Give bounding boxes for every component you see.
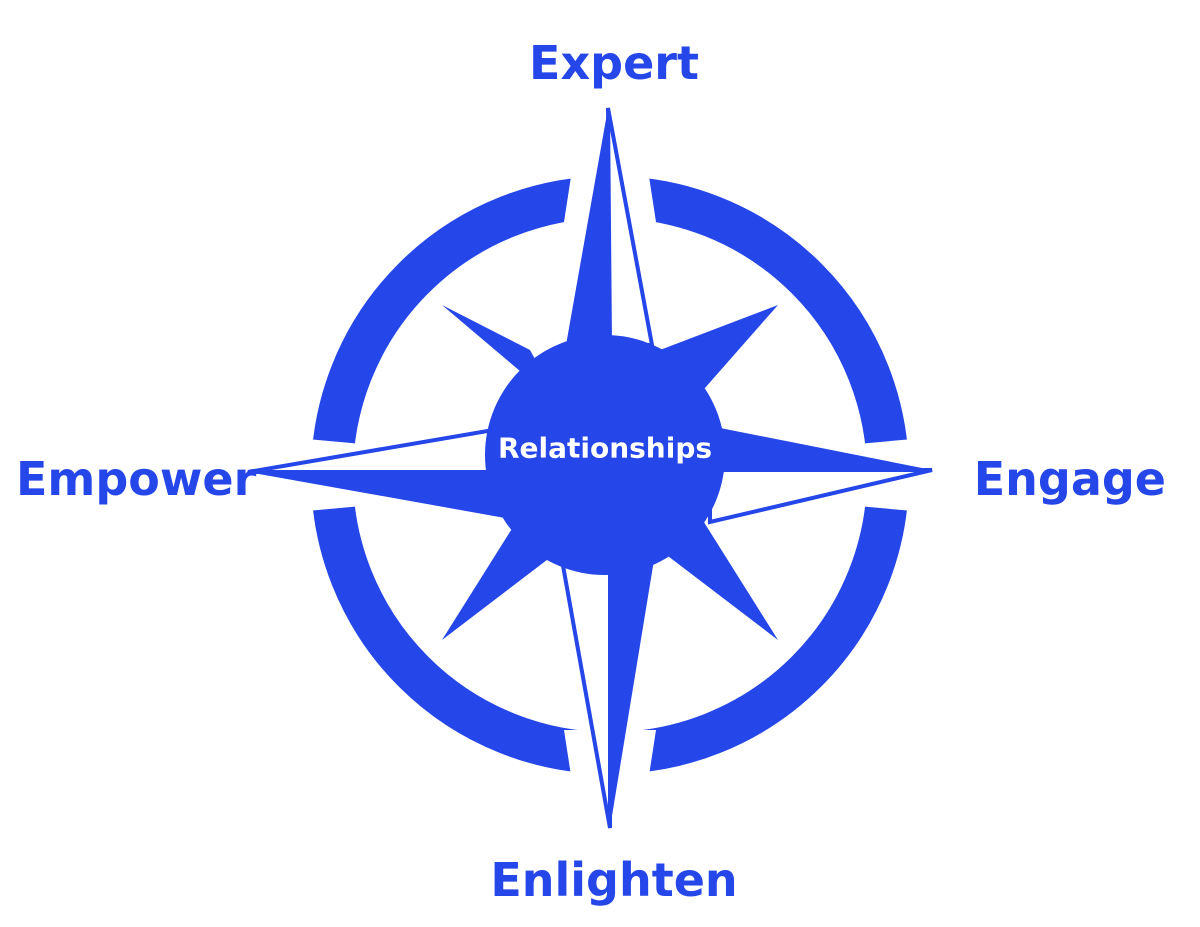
label-expert: Expert	[529, 36, 699, 90]
point-west	[247, 425, 507, 518]
center-hub	[485, 335, 725, 575]
label-empower: Empower	[16, 452, 257, 506]
label-relationships: Relationships	[497, 431, 713, 465]
point-south	[559, 558, 654, 829]
point-north	[566, 107, 655, 347]
label-engage: Engage	[973, 452, 1166, 506]
label-enlighten: Enlighten	[490, 853, 738, 907]
